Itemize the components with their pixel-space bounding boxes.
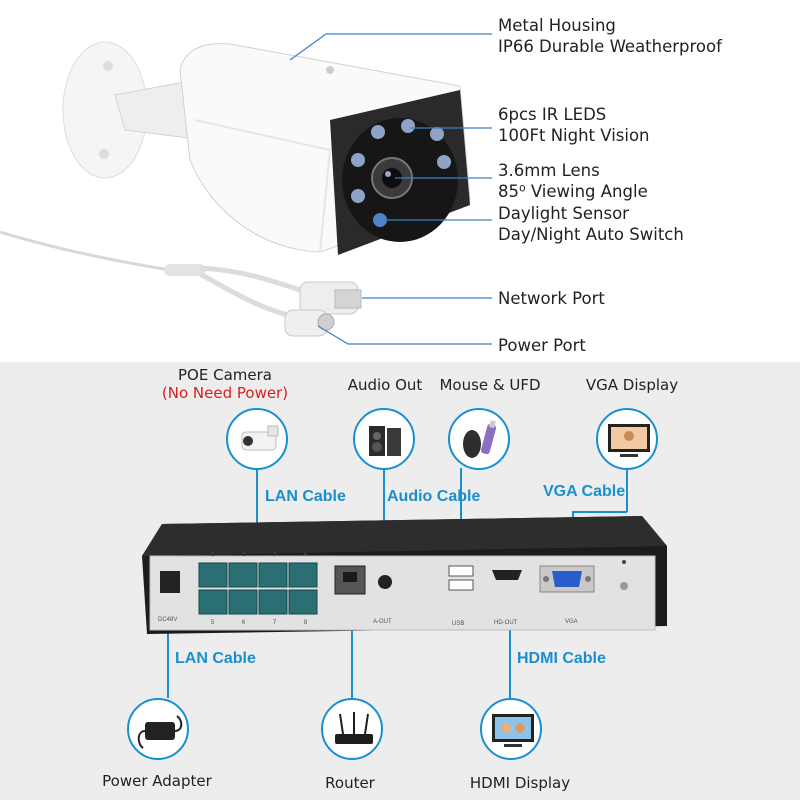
hdmi-display-icon	[480, 698, 542, 760]
connection-diagram-section: POE Camera (No Need Power) Audio Out Mou…	[0, 362, 800, 800]
ir-led	[437, 155, 451, 169]
poe-camera-label: POE Camera (No Need Power)	[160, 366, 290, 402]
poe-ports	[198, 562, 318, 615]
sensor-label: Daylight Sensor Day/Night Auto Switch	[498, 203, 684, 245]
port-number: 5	[210, 620, 215, 626]
vga-port-label: VGA	[565, 619, 578, 625]
audio-cable-label: Audio Cable	[387, 488, 481, 505]
router-icon	[321, 698, 383, 760]
ir-label-line2: 100Ft Night Vision	[498, 126, 650, 145]
port-number: 6	[241, 620, 246, 626]
lan-cable-top-label: LAN Cable	[265, 488, 346, 505]
port-number: 2	[241, 552, 246, 558]
vga-monitor-icon	[596, 408, 658, 470]
housing-label: Metal Housing IP66 Durable Weatherproof	[498, 15, 722, 57]
poe-camera-icon	[226, 408, 288, 470]
ir-led	[430, 127, 444, 141]
nvr-device	[142, 516, 667, 634]
camera-illustration	[0, 33, 492, 345]
dc-label: DC48V	[158, 617, 178, 623]
callout-lines	[289, 33, 492, 345]
ir-led	[371, 125, 385, 139]
sensor-label-line2: Day/Night Auto Switch	[498, 225, 684, 244]
mouse-ufd-label: Mouse & UFD	[439, 376, 541, 394]
hdmi-display-label: HDMI Display	[469, 774, 571, 792]
port-number: 3	[272, 552, 277, 558]
hdmi-cable-label: HDMI Cable	[517, 650, 606, 667]
usb-port	[448, 565, 474, 577]
port-number: 4	[303, 552, 308, 558]
lens-label-line2: 85⁰ Viewing Angle	[498, 182, 648, 201]
poe-camera-note: (No Need Power)	[161, 384, 289, 402]
ir-led	[351, 189, 365, 203]
usb-port	[448, 579, 474, 591]
vga-cable-label: VGA Cable	[543, 483, 626, 500]
housing-label-line2: IP66 Durable Weatherproof	[498, 37, 722, 56]
ir-led	[401, 119, 415, 133]
dc-power-jack	[160, 571, 180, 593]
hdout-label: HD-OUT	[494, 620, 518, 626]
lens-label-line1: 3.6mm Lens	[498, 161, 600, 180]
vga-port	[552, 571, 582, 587]
port-number: 7	[272, 620, 277, 626]
housing-label-line1: Metal Housing	[498, 16, 616, 35]
ir-label: 6pcs IR LEDS 100Ft Night Vision	[498, 104, 650, 146]
power-adapter-label: Power Adapter	[102, 772, 212, 790]
ir-led	[351, 153, 365, 167]
lan-cable-bottom-label: LAN Cable	[175, 650, 256, 667]
daylight-sensor	[373, 213, 387, 227]
port-numbers-bottom: 5 6 7 8	[197, 620, 321, 626]
aout-label: A-OUT	[373, 619, 392, 625]
usb-label: USB	[452, 621, 465, 627]
camera-feature-section: Metal Housing IP66 Durable Weatherproof …	[0, 0, 800, 362]
port-number: 8	[303, 620, 308, 626]
port-number: 1	[210, 552, 215, 558]
audio-out-jack	[378, 575, 392, 589]
mouse-usb-icon	[448, 408, 510, 470]
ir-label-line1: 6pcs IR LEDS	[498, 105, 607, 124]
speaker-icon	[353, 408, 415, 470]
lens-label: 3.6mm Lens 85⁰ Viewing Angle	[498, 160, 648, 202]
power-adapter-icon	[127, 698, 189, 760]
poe-camera-title: POE Camera	[178, 366, 272, 384]
hdmi-port	[492, 570, 522, 580]
router-label: Router	[325, 774, 375, 792]
vga-display-label: VGA Display	[585, 376, 679, 394]
camera-cable	[0, 230, 171, 272]
network-port-label: Network Port	[498, 289, 605, 308]
power-port-label: Power Port	[498, 336, 586, 355]
audio-out-label: Audio Out	[347, 376, 423, 394]
sensor-label-line1: Daylight Sensor	[498, 204, 629, 223]
port-numbers-top: 1 2 3 4	[197, 552, 321, 558]
